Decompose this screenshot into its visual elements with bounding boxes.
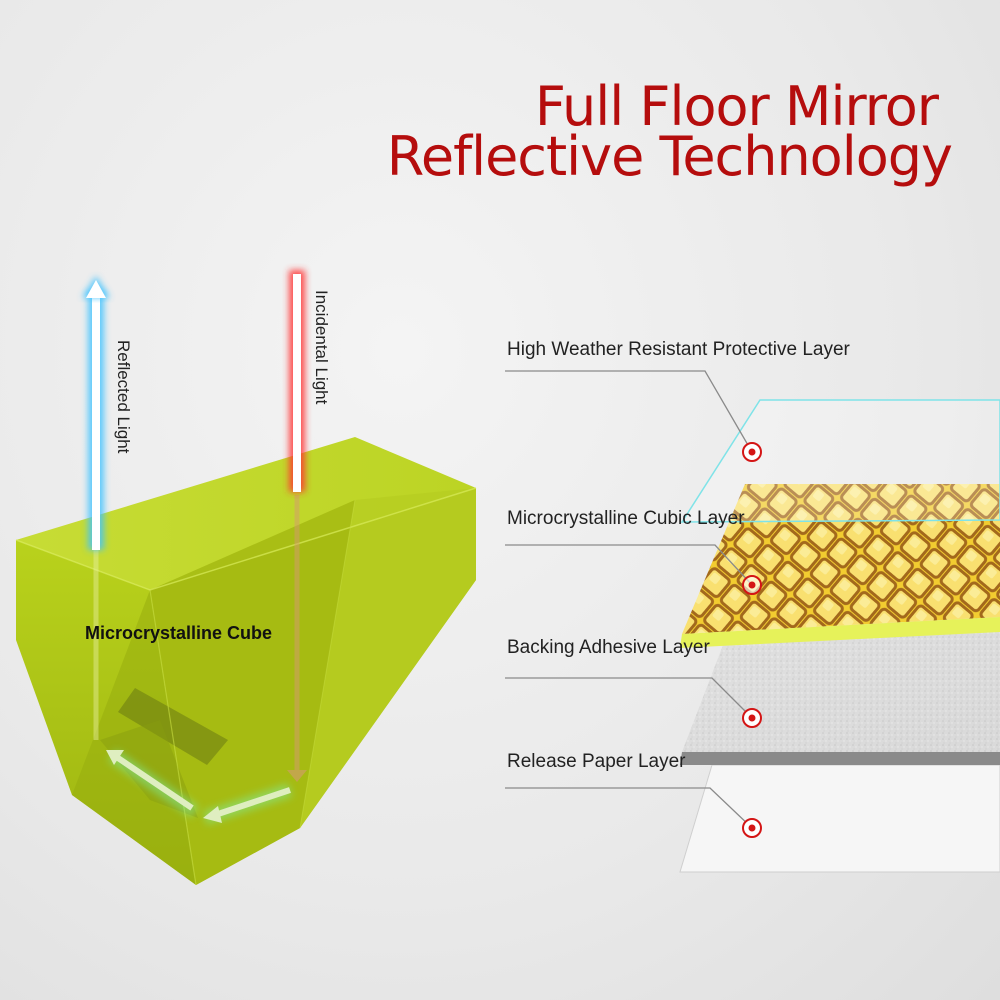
internal-reflection-path: [106, 749, 293, 825]
diagram-title: Full Floor Mirror Reflective Technology: [332, 75, 953, 188]
microcrystalline-cube: [15, 437, 477, 886]
marker-adhesive: [742, 708, 762, 728]
marker-protective: [742, 442, 762, 462]
label-cubic-layer: Microcrystalline Cubic Layer: [507, 508, 745, 529]
marker-release: [742, 818, 762, 838]
incidental-light-arrow: [289, 270, 305, 492]
title-line-2: Reflective Technology: [386, 125, 953, 188]
leader-lines: [505, 370, 753, 829]
label-release-layer: Release Paper Layer: [507, 751, 686, 772]
layer-markers: [742, 442, 762, 838]
incidental-light-label: Incidental Light: [312, 290, 331, 405]
protective-layer: [680, 399, 1000, 523]
reflected-light-arrow: [82, 276, 110, 550]
marker-cubic: [742, 575, 762, 595]
cubic-layer-edge: [680, 617, 1000, 648]
label-adhesive-layer: Backing Adhesive Layer: [507, 637, 710, 658]
cube-label: Microcrystalline Cube: [85, 623, 272, 643]
release-paper-layer: [679, 764, 1000, 873]
label-protective-layer: High Weather Resistant Protective Layer: [507, 339, 851, 360]
separator-strip: [680, 752, 1000, 765]
reflected-light-label: Reflected Light: [114, 340, 133, 454]
cube-top-face: [16, 437, 476, 590]
title-line-1: Full Floor Mirror: [534, 75, 939, 138]
